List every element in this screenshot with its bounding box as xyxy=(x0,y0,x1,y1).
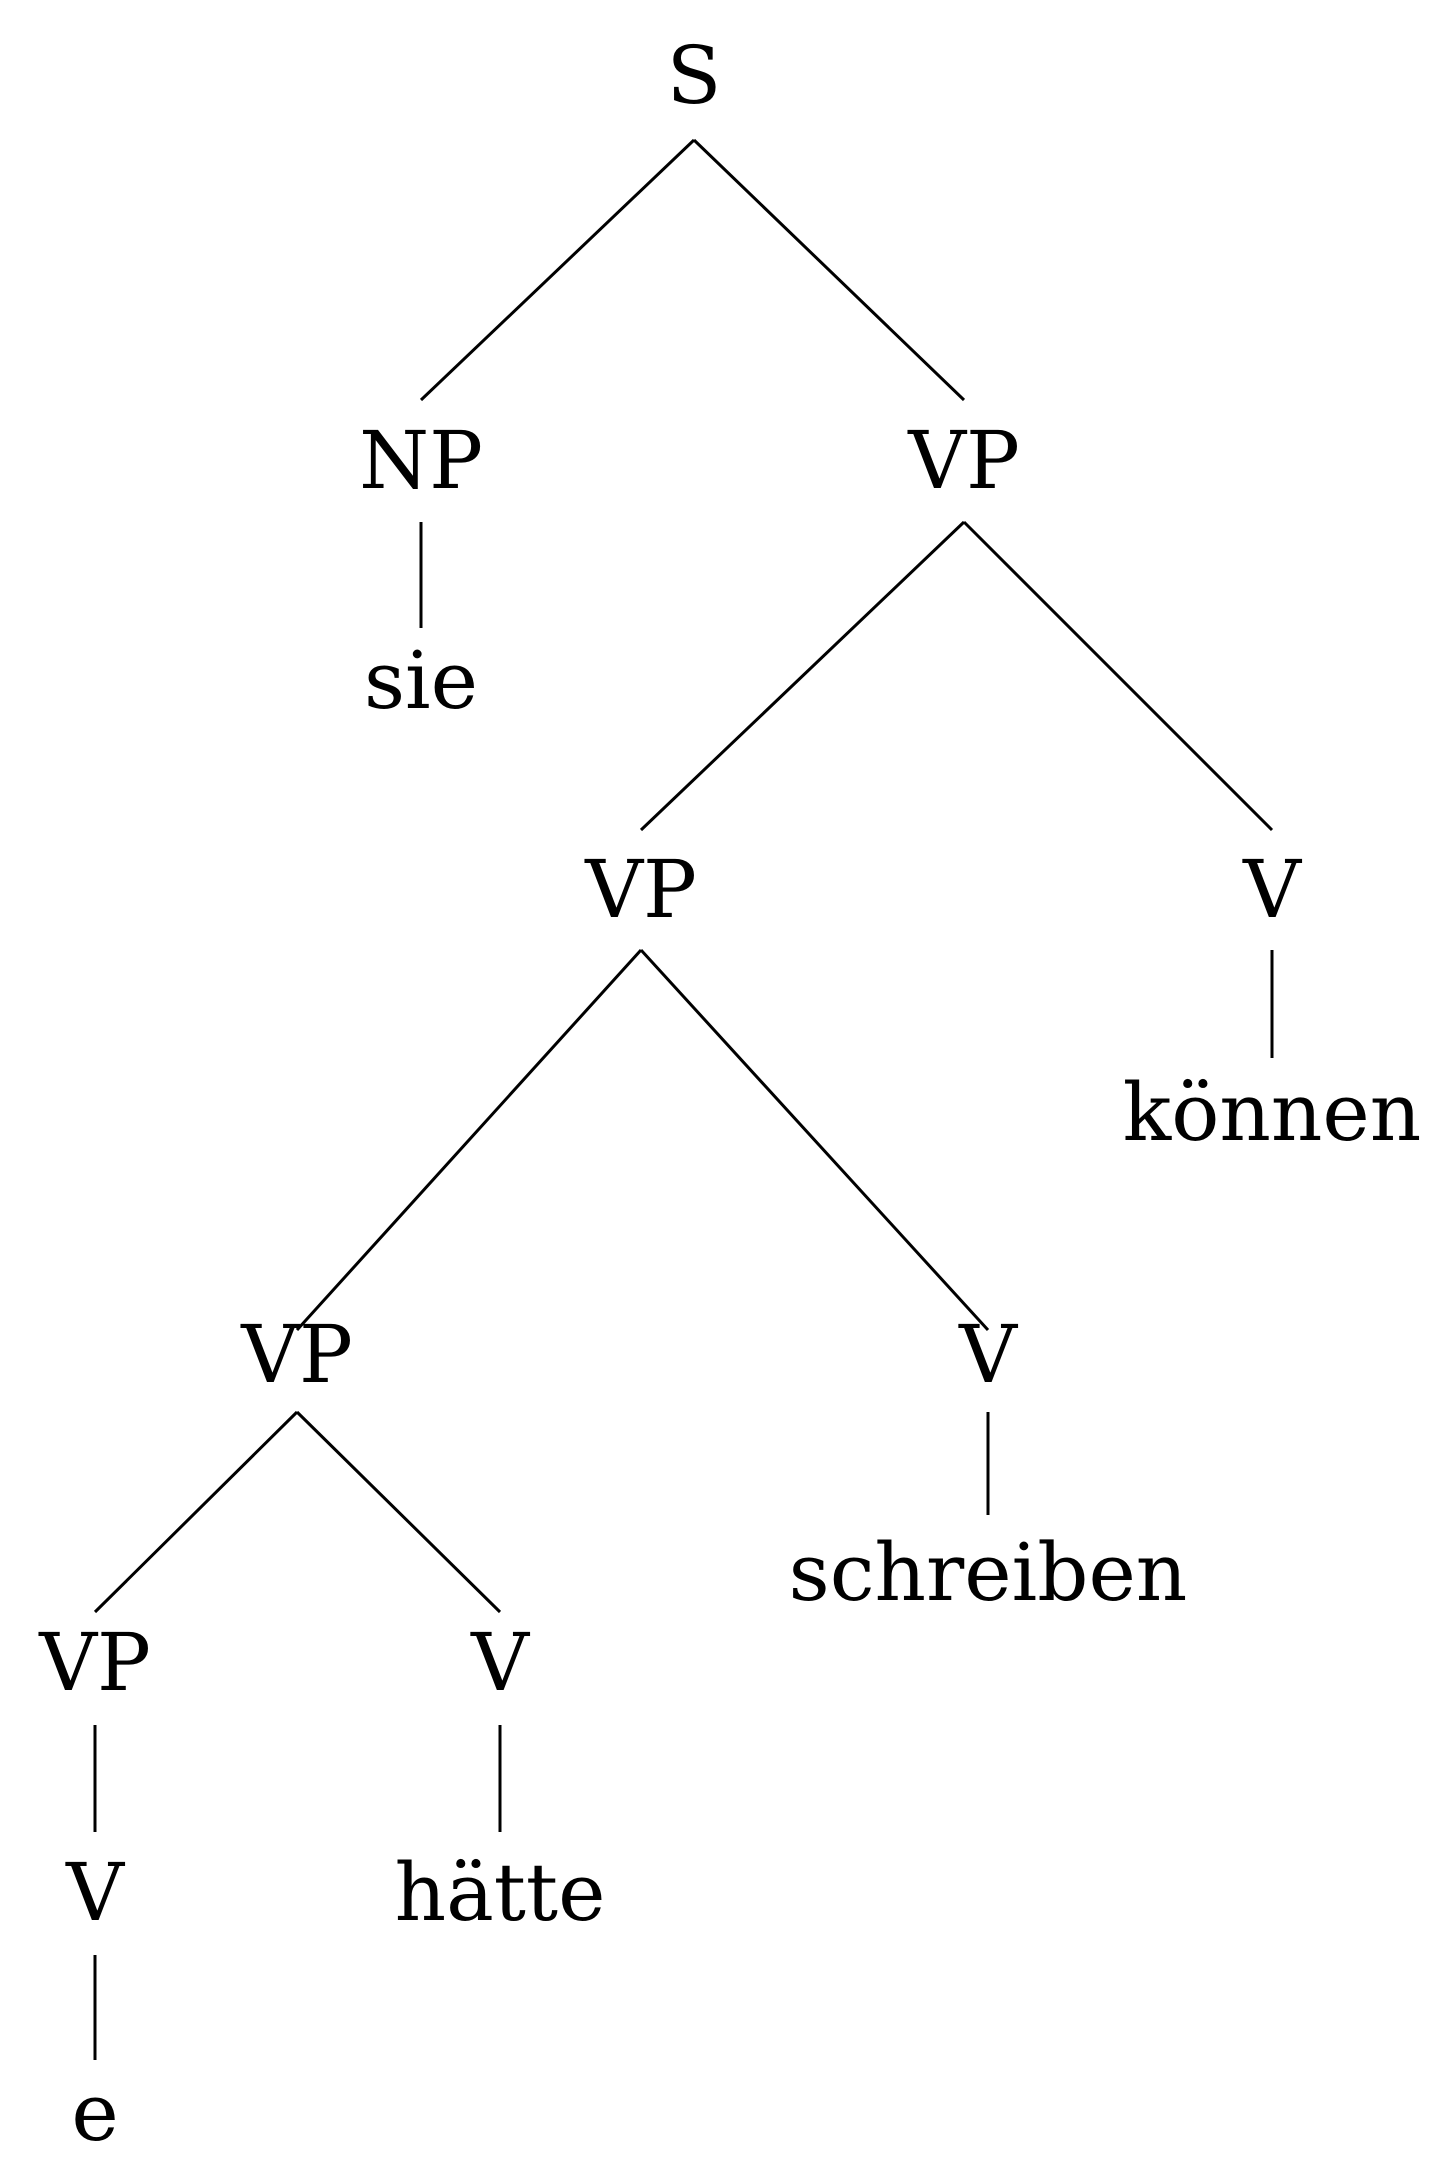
node-v-schreiben: V xyxy=(958,1308,1018,1401)
node-vp-top: VP xyxy=(907,414,1020,507)
node-s: S xyxy=(667,29,722,122)
leaf-e: e xyxy=(71,2066,118,2159)
edge-vp-v-schreiben xyxy=(639,948,990,1332)
node-v-empty: V xyxy=(65,1846,125,1939)
edge-vp-vp-lowest xyxy=(93,1410,299,1614)
node-v-koennen: V xyxy=(1242,843,1302,936)
leaf-koennen: können xyxy=(1123,1066,1422,1159)
node-vp-4: VP xyxy=(38,1616,151,1709)
edge-s-np xyxy=(419,138,696,402)
node-vp-2: VP xyxy=(584,843,697,936)
leaf-sie: sie xyxy=(364,634,478,727)
tree-nodes: S NP sie VP VP V können VP V schreiben V… xyxy=(38,29,1421,2159)
edge-vp-v-haette xyxy=(295,1410,502,1614)
edge-vp-v-koennen xyxy=(962,520,1274,832)
leaf-schreiben: schreiben xyxy=(789,1526,1188,1619)
leaf-haette: hätte xyxy=(395,1846,606,1939)
edge-vp-vp-inner xyxy=(295,948,643,1332)
node-np: NP xyxy=(359,414,483,507)
edge-s-vp xyxy=(692,138,966,402)
edge-vp-vp xyxy=(639,520,966,832)
node-v-haette: V xyxy=(470,1616,530,1709)
node-vp-3: VP xyxy=(240,1308,353,1401)
tree-edges xyxy=(93,138,1274,2060)
